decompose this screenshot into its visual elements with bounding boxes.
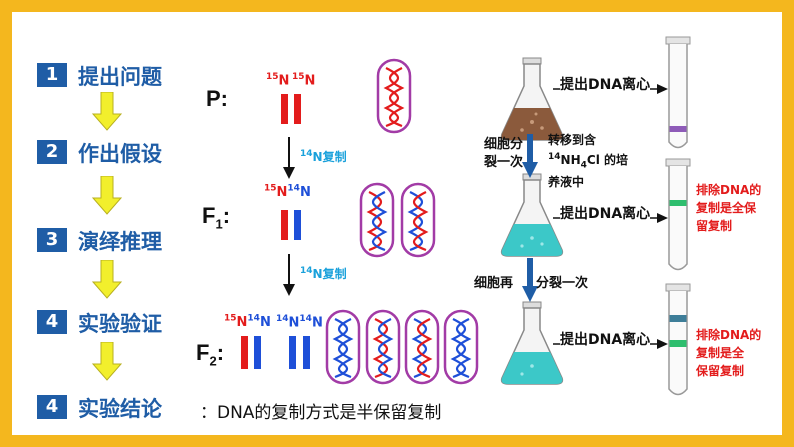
dna-strand-14n bbox=[254, 336, 261, 369]
step-number: 4 bbox=[37, 395, 67, 419]
isotope-label-15n: 15N bbox=[292, 72, 316, 89]
down-arrow-icon bbox=[92, 342, 122, 381]
dna-helix-f2 bbox=[325, 309, 361, 385]
down-arrow-icon bbox=[522, 134, 538, 178]
isotope-pair-label: 14N14N bbox=[276, 314, 323, 331]
flask-icon bbox=[500, 57, 564, 141]
exclusion-note: 排除DNA的 复制是全 保留复制 bbox=[696, 328, 762, 378]
flask-icon bbox=[500, 301, 564, 385]
centrifuge-label: 提出DNA离心 bbox=[560, 329, 651, 349]
dna-strand-15n bbox=[241, 336, 248, 369]
replication-label: 14N复制 bbox=[300, 149, 347, 164]
dna-strand-15n bbox=[281, 94, 288, 124]
isotope-pair-label: 15N14N bbox=[264, 184, 311, 201]
generation-f1-label: F1: bbox=[202, 203, 231, 232]
conclusion-text: ：DNA的复制方式是半保留复制 bbox=[200, 403, 442, 423]
down-arrow-icon bbox=[92, 176, 122, 215]
step-label: 实验结论 bbox=[78, 397, 162, 421]
down-arrow-icon bbox=[92, 260, 122, 299]
step-label: 作出假设 bbox=[78, 142, 162, 166]
step-number: 4 bbox=[37, 310, 67, 334]
dna-helix-f2 bbox=[365, 309, 401, 385]
test-tube-icon bbox=[665, 283, 691, 396]
generation-f2-label: F2: bbox=[196, 340, 225, 369]
test-tube-icon bbox=[665, 36, 691, 149]
exclusion-note: 排除DNA的 复制是全保 留复制 bbox=[696, 183, 762, 233]
step-label: 实验验证 bbox=[78, 312, 162, 336]
division-again-label: 细胞再 bbox=[474, 276, 514, 291]
dna-strand-14n bbox=[303, 336, 310, 369]
dna-helix-p bbox=[376, 58, 412, 134]
down-arrow-icon bbox=[522, 258, 538, 302]
replication-label: 14N复制 bbox=[300, 266, 347, 281]
down-arrow-icon bbox=[283, 254, 295, 296]
dna-strand-15n bbox=[281, 210, 288, 240]
step-number: 2 bbox=[37, 140, 67, 164]
dna-strand-14n bbox=[294, 210, 301, 240]
generation-p-label: P: bbox=[206, 86, 228, 111]
dna-strand-15n bbox=[294, 94, 301, 124]
dna-strand-14n bbox=[289, 336, 296, 369]
down-arrow-icon bbox=[92, 92, 122, 131]
dna-helix-f2 bbox=[443, 309, 479, 385]
division-once-label: 细胞分 裂一次 bbox=[484, 137, 524, 170]
down-arrow-icon bbox=[283, 137, 295, 179]
centrifuge-label: 提出DNA离心 bbox=[560, 74, 651, 94]
dna-helix-f1 bbox=[400, 182, 436, 258]
step-label: 提出问题 bbox=[78, 65, 162, 89]
step-label: 演绎推理 bbox=[78, 230, 162, 254]
dna-helix-f1 bbox=[359, 182, 395, 258]
transfer-label: 转移到含 14NH4Cl 的培 养液中 bbox=[548, 133, 628, 190]
division-again-label: 分裂一次 bbox=[536, 276, 589, 291]
step-number: 3 bbox=[37, 228, 67, 252]
step-number: 1 bbox=[37, 63, 67, 87]
centrifuge-label: 提出DNA离心 bbox=[560, 203, 651, 223]
flask-icon bbox=[500, 173, 564, 257]
isotope-label-15n: 15N bbox=[266, 72, 290, 89]
dna-helix-f2 bbox=[404, 309, 440, 385]
isotope-pair-label: 15N14N bbox=[224, 314, 271, 331]
test-tube-icon bbox=[665, 158, 691, 271]
